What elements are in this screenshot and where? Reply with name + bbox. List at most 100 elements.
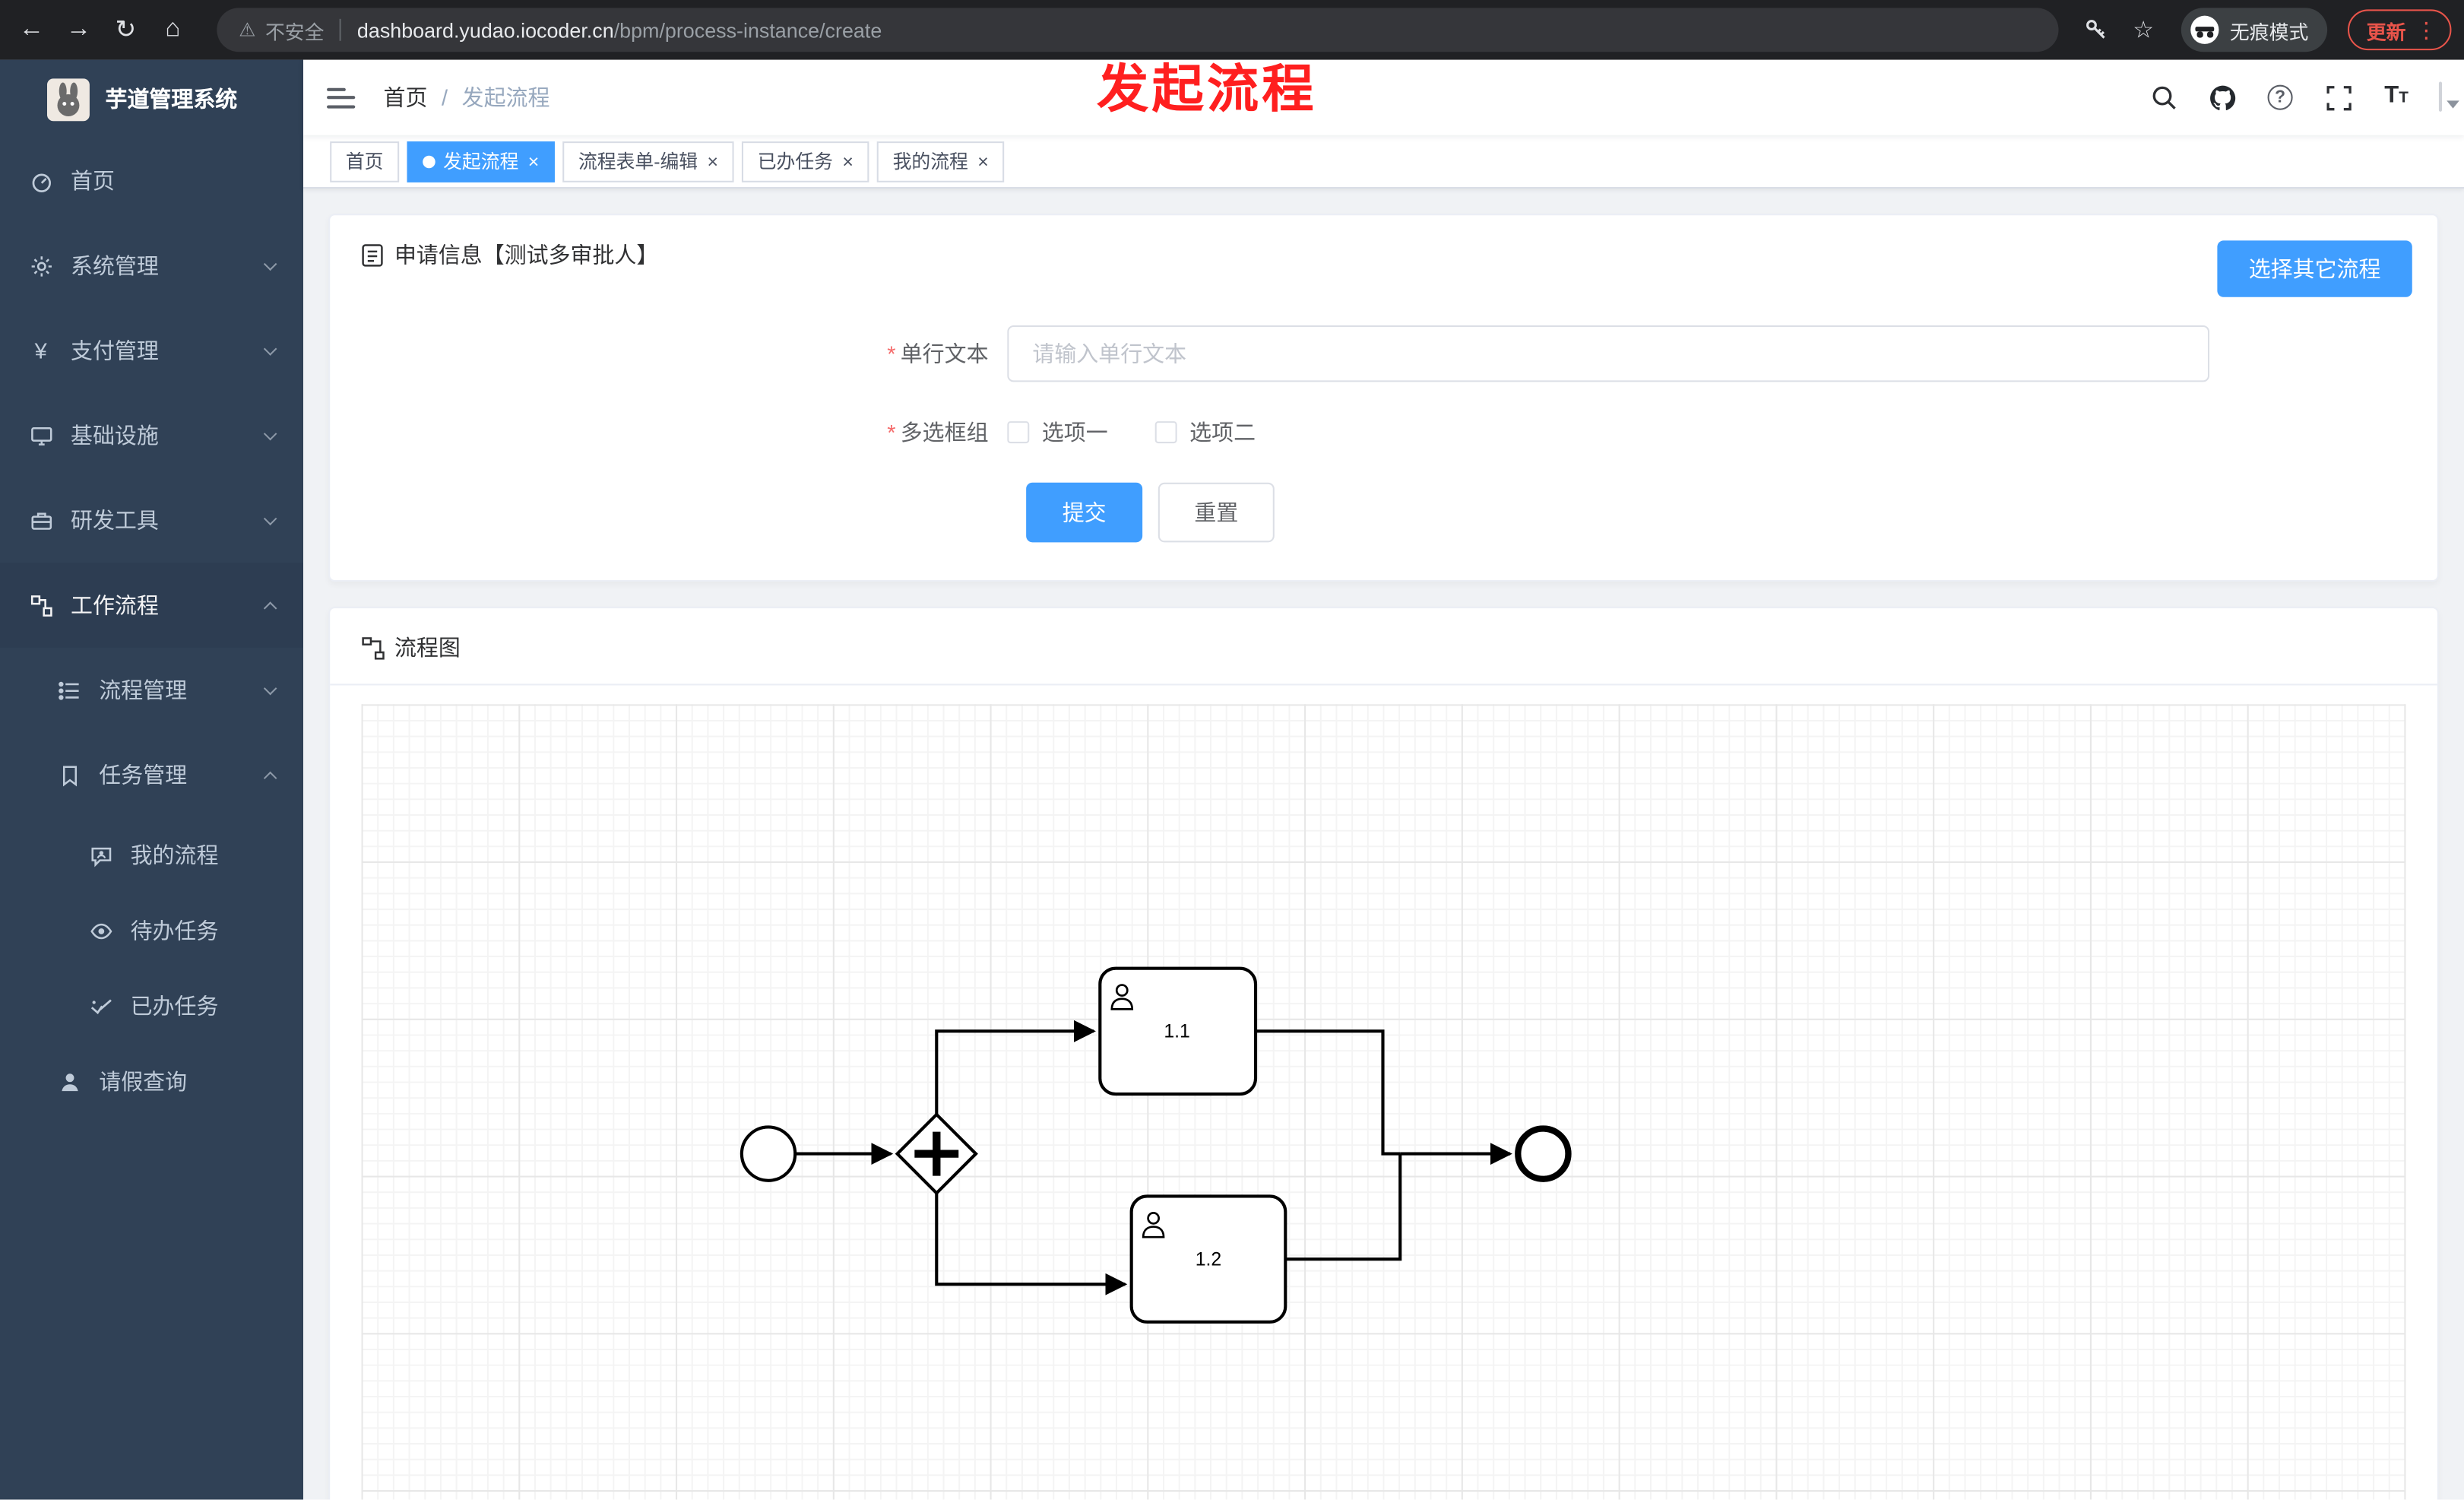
breadcrumb-current: 发起流程 — [461, 84, 550, 110]
flow-gateway-to-task2 — [935, 1193, 1128, 1295]
sidebar-item-label: 待办任务 — [130, 918, 219, 943]
form-row-checkbox: *多选框组 选项一 选项二 — [330, 417, 2437, 448]
chevron-down-icon — [263, 256, 277, 271]
tabs-bar: 首页 发起流程 × 流程表单-编辑 × 已办任务 × 我的流程 × — [303, 135, 2464, 189]
password-key-icon[interactable] — [2077, 11, 2115, 49]
top-navbar: 首页 / 发起流程 ? — [303, 59, 2464, 135]
fullscreen-icon[interactable] — [2323, 82, 2354, 113]
right-pane: 首页 / 发起流程 ? — [303, 59, 2464, 1500]
help-icon[interactable]: ? — [2264, 82, 2295, 113]
close-icon[interactable]: × — [707, 150, 719, 173]
checkbox-label: 选项二 — [1189, 420, 1256, 446]
checkbox-option-2[interactable]: 选项二 — [1154, 417, 1256, 448]
tab-home[interactable]: 首页 — [330, 141, 400, 182]
bookmark-star-icon[interactable]: ☆ — [2133, 17, 2155, 44]
browser-update-menu-button[interactable]: 更新 ⋮ — [2347, 9, 2452, 51]
sidebar-item-done-tasks[interactable]: 已办任务 — [0, 969, 303, 1044]
sidebar-item-label: 流程管理 — [99, 677, 188, 703]
tab-form-edit[interactable]: 流程表单-编辑 × — [562, 141, 734, 182]
parallel-plus-icon — [914, 1131, 959, 1176]
document-icon — [362, 243, 385, 266]
logo-row[interactable]: 芋道管理系统 — [0, 60, 303, 138]
flow-gateway-to-task1 — [935, 1020, 1096, 1115]
update-label: 更新 — [2366, 21, 2406, 43]
chevron-down-icon — [263, 511, 277, 525]
sidebar-collapse-icon[interactable] — [327, 82, 358, 113]
checkbox-option-1[interactable]: 选项一 — [1007, 417, 1108, 448]
breadcrumb-home[interactable]: 首页 — [383, 84, 428, 110]
active-dot — [423, 154, 435, 168]
tab-label: 已办任务 — [757, 151, 833, 173]
choose-other-process-button[interactable]: 选择其它流程 — [2217, 240, 2412, 297]
browser-back-icon[interactable]: ← — [18, 15, 44, 43]
address-bar[interactable]: ⚠ 不安全 dashboard.yudao.iocoder.cn /bpm/pr… — [217, 8, 2059, 52]
user-avatar-wrap — [2438, 81, 2459, 112]
tab-label: 发起流程 — [443, 151, 519, 173]
bpmn-user-task-1-2[interactable] — [1129, 1194, 1287, 1324]
sidebar-item-task-management[interactable]: 任务管理 — [0, 733, 303, 818]
checkbox-icon[interactable] — [1007, 421, 1030, 444]
browser-reload-icon[interactable]: ↻ — [115, 17, 137, 44]
sidebar-item-leave-query[interactable]: 请假查询 — [0, 1044, 303, 1119]
sidebar-item-label: 已办任务 — [130, 993, 219, 1019]
url-path: /bpm/process-instance/create — [613, 17, 882, 42]
chevron-up-icon — [263, 770, 277, 785]
submit-button[interactable]: 提交 — [1026, 482, 1143, 543]
sidebar-item-workflow[interactable]: 工作流程 — [0, 563, 304, 648]
bpmn-canvas[interactable]: 1.1 1.2 — [361, 704, 2406, 1500]
sidebar-item-label: 请假查询 — [99, 1068, 188, 1095]
form-row-text: *单行文本 — [330, 325, 2437, 382]
search-icon[interactable] — [2148, 82, 2179, 113]
single-line-text-input[interactable] — [1007, 325, 2210, 382]
sidebar-item-label: 支付管理 — [71, 338, 159, 363]
omnibox-divider — [340, 18, 342, 41]
dashboard-icon — [28, 168, 53, 193]
bpmn-end-event[interactable] — [1515, 1125, 1572, 1182]
checkbox-icon[interactable] — [1154, 421, 1177, 444]
checkbox-label: 选项一 — [1041, 420, 1108, 446]
close-icon[interactable]: × — [977, 150, 989, 173]
sidebar-item-label: 研发工具 — [71, 507, 159, 533]
browser-forward-icon[interactable]: → — [65, 15, 91, 43]
browser-chrome: ← → ↻ ⌂ ⚠ 不安全 dashboard.yudao.iocoder.cn… — [0, 0, 2464, 60]
close-icon[interactable]: × — [527, 150, 540, 173]
kebab-menu-icon: ⋮ — [2415, 16, 2437, 42]
sidebar-item-todo-tasks[interactable]: 待办任务 — [0, 893, 303, 968]
sidebar-item-process-management[interactable]: 流程管理 — [0, 648, 303, 733]
sidebar-item-my-processes[interactable]: 我的流程 — [0, 817, 303, 893]
avatar-caret-icon[interactable] — [2447, 100, 2459, 109]
url-domain: dashboard.yudao.iocoder.cn — [356, 17, 614, 42]
apply-info-header: 申请信息【测试多审批人】 选择其它流程 — [330, 215, 2437, 297]
diagram-title: 流程图 — [394, 635, 461, 661]
incognito-label: 无痕模式 — [2229, 21, 2309, 43]
incognito-icon — [2190, 15, 2219, 44]
tab-my-processes[interactable]: 我的流程 × — [876, 141, 1005, 182]
reset-button[interactable]: 重置 — [1158, 482, 1275, 543]
app-title: 芋道管理系统 — [105, 86, 238, 112]
sidebar-item-home[interactable]: 首页 — [0, 138, 303, 224]
tab-create-process[interactable]: 发起流程 × — [407, 141, 555, 182]
incognito-badge: 无痕模式 — [2181, 8, 2328, 52]
checkbox-group-label: *多选框组 — [887, 420, 989, 446]
bpmn-start-event[interactable] — [740, 1125, 797, 1182]
tab-done-tasks[interactable]: 已办任务 × — [742, 141, 869, 182]
sidebar-item-infrastructure[interactable]: 基础设施 — [0, 393, 303, 478]
tab-label: 首页 — [345, 151, 384, 173]
sidebar-item-label: 工作流程 — [71, 592, 159, 618]
sidebar-item-payment[interactable]: ¥ 支付管理 — [0, 308, 303, 393]
browser-home-icon[interactable]: ⌂ — [165, 15, 181, 43]
sidebar-item-devtools[interactable]: 研发工具 — [0, 478, 303, 563]
sidebar-item-system[interactable]: 系统管理 — [0, 224, 303, 309]
bookmark-icon — [56, 763, 81, 788]
form-row-buttons: 提交 重置 — [330, 482, 2437, 543]
github-icon[interactable] — [2206, 82, 2238, 113]
not-secure-label: 不安全 — [264, 21, 325, 43]
close-icon[interactable]: × — [842, 150, 854, 173]
avatar[interactable] — [2438, 81, 2443, 112]
workflow-icon — [28, 592, 53, 617]
page-content: 申请信息【测试多审批人】 选择其它流程 *单行文本 *多选框组 — [303, 189, 2464, 1500]
bpmn-user-task-1-1[interactable] — [1098, 966, 1258, 1096]
sidebar-item-label: 任务管理 — [99, 762, 188, 788]
